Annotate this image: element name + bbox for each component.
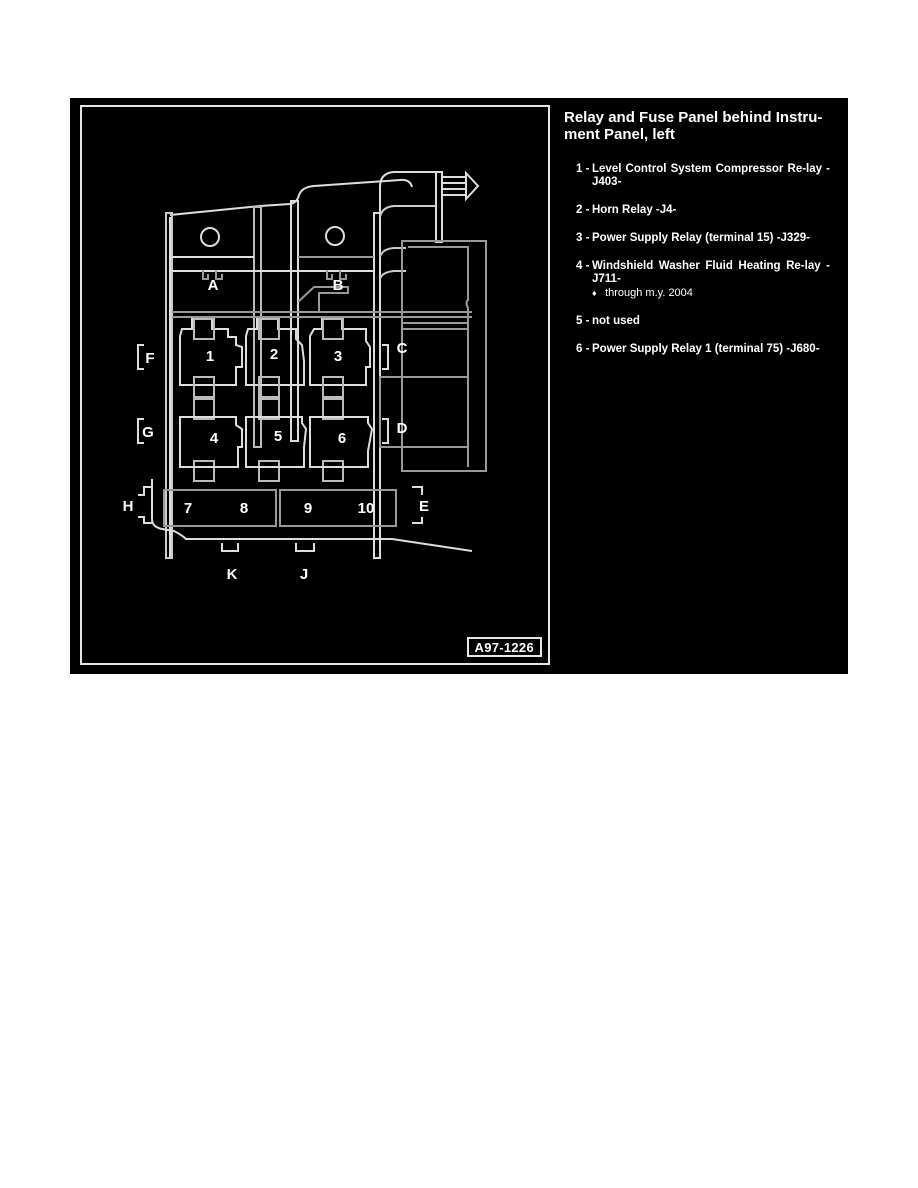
item-text: not used xyxy=(592,315,640,327)
item-number: 3 - xyxy=(576,232,590,244)
figure-panel: A B C D E F G H J K 1 2 3 4 5 6 7 8 9 10 xyxy=(70,98,848,674)
label-B: B xyxy=(333,277,344,294)
label-K: K xyxy=(227,566,238,583)
item-number: 6 - xyxy=(576,343,590,355)
item-text: Horn Relay -J4- xyxy=(592,204,677,216)
item-text: Windshield Washer Fluid Heating Re-lay -… xyxy=(592,260,830,285)
relay-8: 8 xyxy=(240,500,248,517)
relay-6: 6 xyxy=(338,430,346,447)
relay-7: 7 xyxy=(184,500,192,517)
label-C: C xyxy=(397,340,408,357)
label-G: G xyxy=(142,424,154,441)
legend: Relay and Fuse Panel behind Instru-ment … xyxy=(564,109,830,371)
legend-item: 4 -Windshield Washer Fluid Heating Re-la… xyxy=(564,260,830,300)
figure-id: A97-1226 xyxy=(466,637,542,657)
relay-1: 1 xyxy=(206,348,214,365)
relay-10: 10 xyxy=(358,500,375,517)
relay-3: 3 xyxy=(334,348,342,365)
legend-item: 6 -Power Supply Relay 1 (terminal 75) -J… xyxy=(564,343,830,356)
relay-4: 4 xyxy=(210,430,219,447)
label-H: H xyxy=(123,498,134,515)
item-text: Power Supply Relay (terminal 15) -J329- xyxy=(592,232,810,244)
diamond-bullet-icon: ♦ xyxy=(592,288,597,298)
label-J: J xyxy=(300,566,308,583)
legend-item: 1 -Level Control System Compressor Re-la… xyxy=(564,163,830,189)
item-number: 5 - xyxy=(576,315,590,327)
legend-item: 3 -Power Supply Relay (terminal 15) -J32… xyxy=(564,232,830,245)
item-number: 4 - xyxy=(576,260,590,272)
relay-panel-diagram: A B C D E F G H J K 1 2 3 4 5 6 7 8 9 10 xyxy=(80,105,550,665)
relay-2: 2 xyxy=(270,346,278,363)
note-text: through m.y. 2004 xyxy=(605,287,693,299)
relay-5: 5 xyxy=(274,428,282,445)
label-D: D xyxy=(397,420,408,437)
item-number: 2 - xyxy=(576,204,590,216)
legend-title: Relay and Fuse Panel behind Instru-ment … xyxy=(564,109,823,143)
relay-9: 9 xyxy=(304,500,312,517)
label-E: E xyxy=(419,498,429,515)
legend-item: 5 -not used xyxy=(564,315,830,328)
legend-list: 1 -Level Control System Compressor Re-la… xyxy=(564,163,830,356)
item-note: ♦ through m.y. 2004 xyxy=(592,287,830,300)
item-text: Power Supply Relay 1 (terminal 75) -J680… xyxy=(592,343,820,355)
legend-item: 2 -Horn Relay -J4- xyxy=(564,204,830,217)
relay-fuse-panel-drawing: A B C D E F G H J K 1 2 3 4 5 6 7 8 9 10 xyxy=(123,170,487,583)
item-text: Level Control System Compressor Re-lay -… xyxy=(592,163,830,188)
label-F: F xyxy=(145,350,154,367)
label-A: A xyxy=(208,277,219,294)
item-number: 1 - xyxy=(576,163,590,175)
